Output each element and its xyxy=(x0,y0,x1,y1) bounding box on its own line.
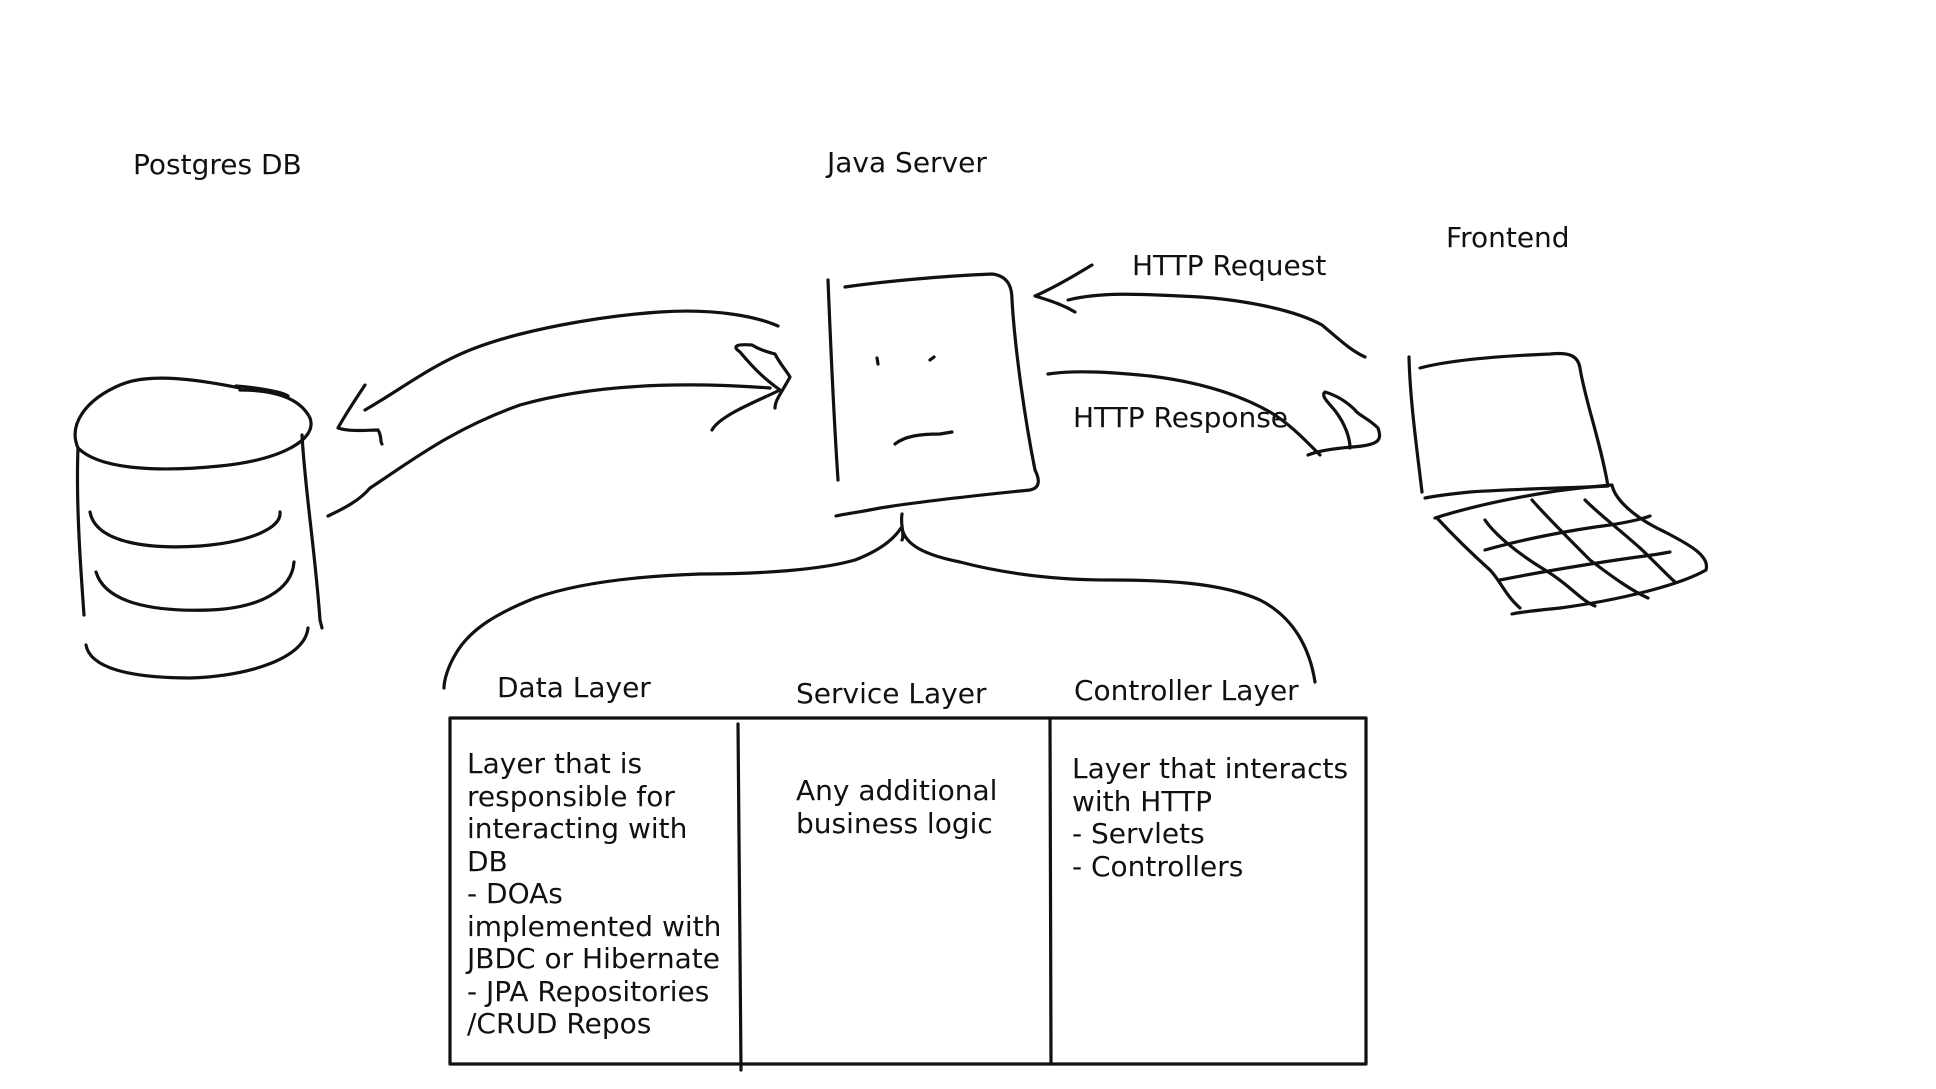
data-layer-description: Layer that is responsible for interactin… xyxy=(467,747,722,1040)
controller-layer-title: Controller Layer xyxy=(1074,674,1299,707)
laptop-icon xyxy=(1407,351,1709,616)
database-icon xyxy=(73,376,324,680)
db-response-arrow xyxy=(326,343,792,518)
http-response-arrow xyxy=(1046,370,1382,457)
http-request-label: HTTP Request xyxy=(1132,249,1327,282)
data-layer-title: Data Layer xyxy=(497,671,651,704)
service-layer-description: Any additional business logic xyxy=(796,774,998,840)
java-server-label: Java Server xyxy=(827,146,987,179)
service-layer-title: Service Layer xyxy=(796,677,987,710)
http-request-arrow xyxy=(1033,263,1367,359)
http-response-label: HTTP Response xyxy=(1073,401,1289,434)
postgres-db-label: Postgres DB xyxy=(133,148,302,181)
layers-brace xyxy=(442,526,1317,690)
server-face-icon xyxy=(826,272,1040,542)
db-request-arrow xyxy=(336,309,780,446)
controller-layer-description: Layer that interacts with HTTP - Servlet… xyxy=(1072,752,1349,883)
layers-table-frame xyxy=(448,716,1368,1072)
frontend-label: Frontend xyxy=(1446,221,1570,254)
